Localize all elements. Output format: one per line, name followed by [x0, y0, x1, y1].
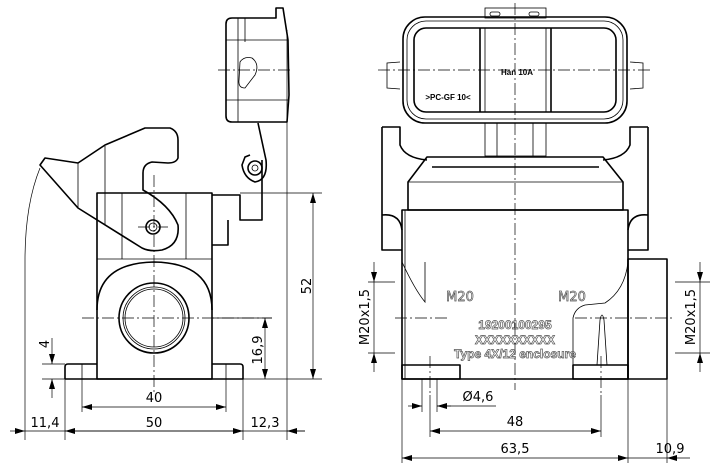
side-view: 52 16,9 4 40 50 11,4 12,3	[10, 7, 322, 440]
hinge-pin	[247, 160, 263, 176]
dim-thread-left: M20x1,5	[358, 289, 373, 345]
side-hinge-block	[212, 160, 263, 246]
dim-thread-right: M20x1,5	[684, 289, 699, 345]
dim-gland-height: 16,9	[251, 336, 266, 365]
cover-model-label: Han 10A	[501, 68, 533, 77]
side-flange	[64, 363, 244, 380]
gland-boss	[627, 258, 668, 380]
front-view: Han 10A >PC-GF 10< M20 M20 19200100295 X…	[358, 3, 710, 463]
gland-label-left: M20	[446, 290, 474, 305]
dim-right-overhang: 12,3	[251, 416, 280, 431]
cover-material-label: >PC-GF 10<	[425, 93, 471, 102]
side-cover	[225, 7, 290, 123]
dim-base-width-side: 50	[146, 416, 163, 431]
dim-flange-thickness: 4	[38, 340, 53, 348]
side-housing-body	[96, 192, 213, 380]
dim-height-total: 52	[300, 278, 315, 295]
locking-lever	[39, 127, 179, 252]
right-lock-flange	[602, 126, 649, 251]
left-lock-flange	[381, 126, 428, 251]
dim-boss-depth: 10,9	[656, 442, 685, 457]
gland-label-right: M20	[558, 290, 586, 305]
dim-hole-diameter: Ø4,6	[463, 390, 494, 405]
dim-hole-spacing-front: 48	[507, 415, 524, 430]
front-housing-top	[407, 156, 624, 211]
dim-hole-spacing-side: 40	[146, 391, 163, 406]
dim-base-width-front: 63,5	[501, 442, 530, 457]
front-foot-left	[401, 364, 461, 380]
side-gland-arch	[96, 261, 213, 311]
dim-left-overhang: 11,4	[31, 416, 60, 431]
cover-top-tab	[484, 7, 547, 19]
front-foot-right	[572, 364, 629, 380]
